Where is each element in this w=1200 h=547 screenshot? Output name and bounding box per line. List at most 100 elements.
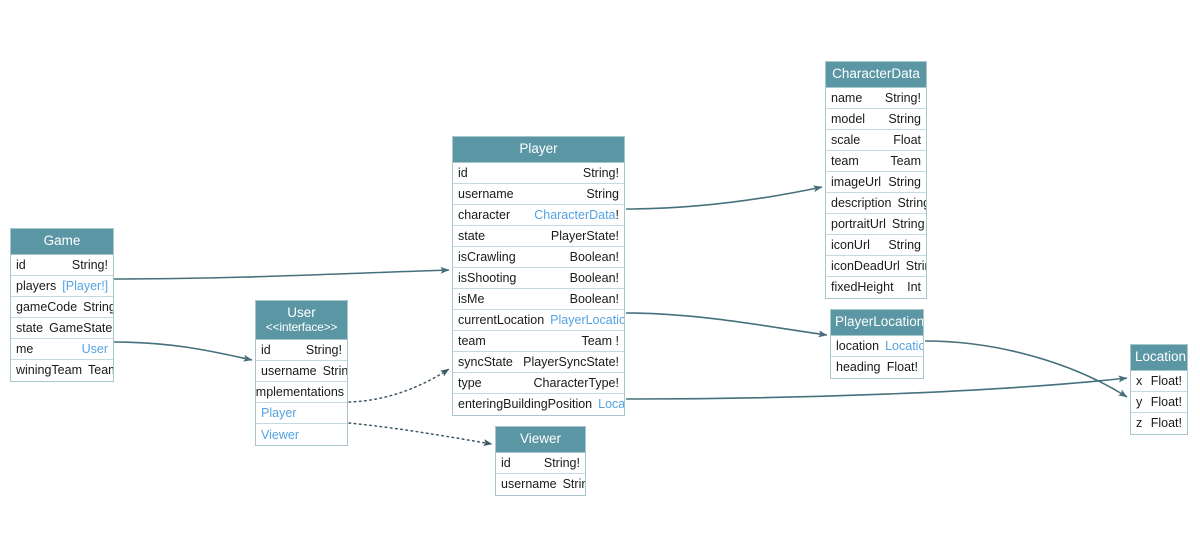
field-name: id: [501, 455, 511, 470]
field-row[interactable]: implementations: [256, 382, 347, 404]
field-type: Int: [907, 280, 921, 295]
field-row[interactable]: Player: [256, 403, 347, 425]
field-name: Viewer: [261, 427, 299, 442]
field-type[interactable]: User: [81, 341, 108, 356]
field-type: String: [562, 477, 585, 492]
field-row[interactable]: descriptionString: [826, 193, 926, 214]
entity-header-characterdata: CharacterData: [826, 62, 926, 88]
field-type[interactable]: Location!: [885, 338, 923, 353]
field-row[interactable]: currentLocationPlayerLocation!: [453, 310, 624, 331]
edge-game-me-to-user: [113, 341, 253, 362]
field-type: Boolean!: [569, 270, 619, 285]
field-type[interactable]: Location: [598, 397, 624, 412]
field-type: String!: [83, 299, 113, 314]
entity-header-game: Game: [11, 229, 113, 255]
field-type: String!: [305, 343, 342, 358]
entity-user[interactable]: User<<interface>>idString!usernameString…: [255, 300, 348, 447]
field-row[interactable]: name String!: [826, 88, 926, 109]
field-row[interactable]: id String!: [11, 255, 113, 276]
field-type: String: [888, 174, 921, 189]
field-type: String: [905, 258, 926, 273]
field-name: z: [1136, 416, 1143, 431]
entity-header-viewer: Viewer: [496, 427, 585, 453]
field-type[interactable]: CharacterData!: [534, 207, 619, 222]
field-name: username: [458, 186, 514, 201]
field-name: enteringBuildingPosition: [458, 397, 593, 412]
field-type[interactable]: PlayerLocation!: [550, 312, 624, 327]
entity-title: User: [287, 305, 316, 320]
field-type: String!: [71, 257, 108, 272]
field-row[interactable]: players[Player!]: [11, 276, 113, 297]
field-type: String!: [884, 90, 921, 105]
field-type: CharacterType!: [533, 375, 619, 390]
field-name: portraitUrl: [831, 216, 886, 231]
field-name: id: [16, 257, 26, 272]
field-row[interactable]: fixedHeight Int: [826, 277, 926, 298]
field-row[interactable]: z Float!: [1131, 413, 1187, 434]
field-type: Float!: [1150, 416, 1182, 431]
field-row[interactable]: iconDeadUrl String: [826, 256, 926, 277]
edge-user-viewer-implements: [348, 422, 493, 447]
field-row[interactable]: winingTeamTeam: [11, 360, 113, 381]
field-row[interactable]: gameCodeString!: [11, 297, 113, 318]
field-name: isCrawling: [458, 249, 516, 264]
entity-stereotype: <<interface>>: [265, 319, 338, 334]
field-type: PlayerSyncState!: [523, 354, 619, 369]
field-name: id: [458, 165, 468, 180]
field-type[interactable]: [Player!]: [62, 278, 109, 293]
field-type: Boolean!: [569, 291, 619, 306]
field-type: String!: [543, 455, 580, 470]
field-row[interactable]: me User: [11, 339, 113, 360]
field-name: winingTeam: [16, 363, 83, 378]
field-type: Team !: [581, 333, 619, 348]
field-name: x: [1136, 373, 1143, 388]
field-row[interactable]: id String!: [496, 453, 585, 474]
field-name: character: [458, 207, 511, 222]
field-row[interactable]: Viewer: [256, 424, 347, 445]
field-type: String: [322, 364, 347, 379]
field-row[interactable]: enteringBuildingPosition Location: [453, 394, 624, 415]
field-name: me: [16, 341, 34, 356]
field-name: name: [831, 90, 863, 105]
entity-playerlocation[interactable]: PlayerLocationlocationLocation!headingFl…: [830, 309, 924, 379]
field-name: implementations: [256, 385, 345, 400]
field-name: iconDeadUrl: [831, 258, 900, 273]
entity-title: Player: [519, 141, 558, 156]
entity-header-user: User<<interface>>: [256, 301, 347, 341]
field-row[interactable]: syncState PlayerSyncState!: [453, 352, 624, 373]
field-name: syncState: [458, 354, 513, 369]
field-name: fixedHeight: [831, 280, 894, 295]
field-name: state: [16, 320, 44, 335]
field-row[interactable]: character CharacterData!: [453, 205, 624, 226]
field-type: Float!: [1150, 394, 1182, 409]
field-name: iconUrl: [831, 237, 870, 252]
field-row[interactable]: locationLocation!: [831, 336, 923, 357]
